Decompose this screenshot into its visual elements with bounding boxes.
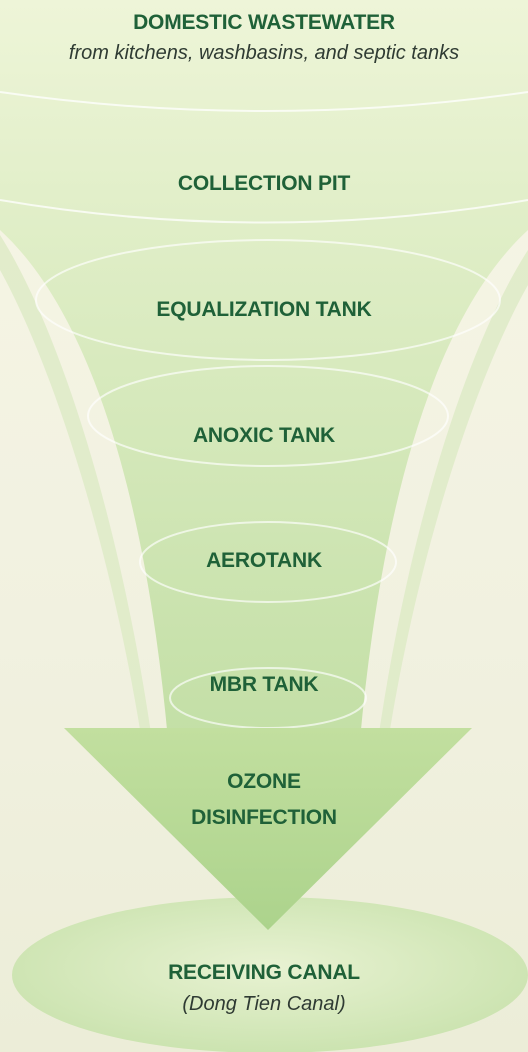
source-title: DOMESTIC WASTEWATER	[133, 11, 395, 34]
stage-equalization-tank: EQUALIZATION TANK	[156, 298, 372, 321]
ring-1	[0, 91, 528, 112]
ring-3	[35, 239, 501, 361]
left-leaf-stroke	[0, 235, 152, 742]
disinfection-line-1: OZONE	[227, 770, 301, 793]
ring-2	[0, 199, 528, 224]
source-subtitle: from kitchens, washbasins, and septic ta…	[68, 42, 460, 64]
disinfection-line-2: DISINFECTION	[191, 806, 337, 829]
funnel-body	[0, 0, 528, 740]
stage-collection-pit: COLLECTION PIT	[177, 172, 351, 195]
outlet-subtitle: (Dong Tien Canal)	[182, 993, 346, 1015]
stage-mbr-tank: MBR TANK	[209, 673, 319, 696]
outlet-title: RECEIVING CANAL	[168, 961, 360, 984]
down-arrow	[64, 728, 472, 930]
canal-pool	[12, 897, 528, 1052]
stage-aerotank: AEROTANK	[206, 549, 322, 572]
right-leaf-stroke	[378, 250, 528, 742]
stage-anoxic-tank: ANOXIC TANK	[192, 424, 336, 447]
ring-4	[87, 365, 449, 467]
ring-5	[139, 521, 397, 603]
